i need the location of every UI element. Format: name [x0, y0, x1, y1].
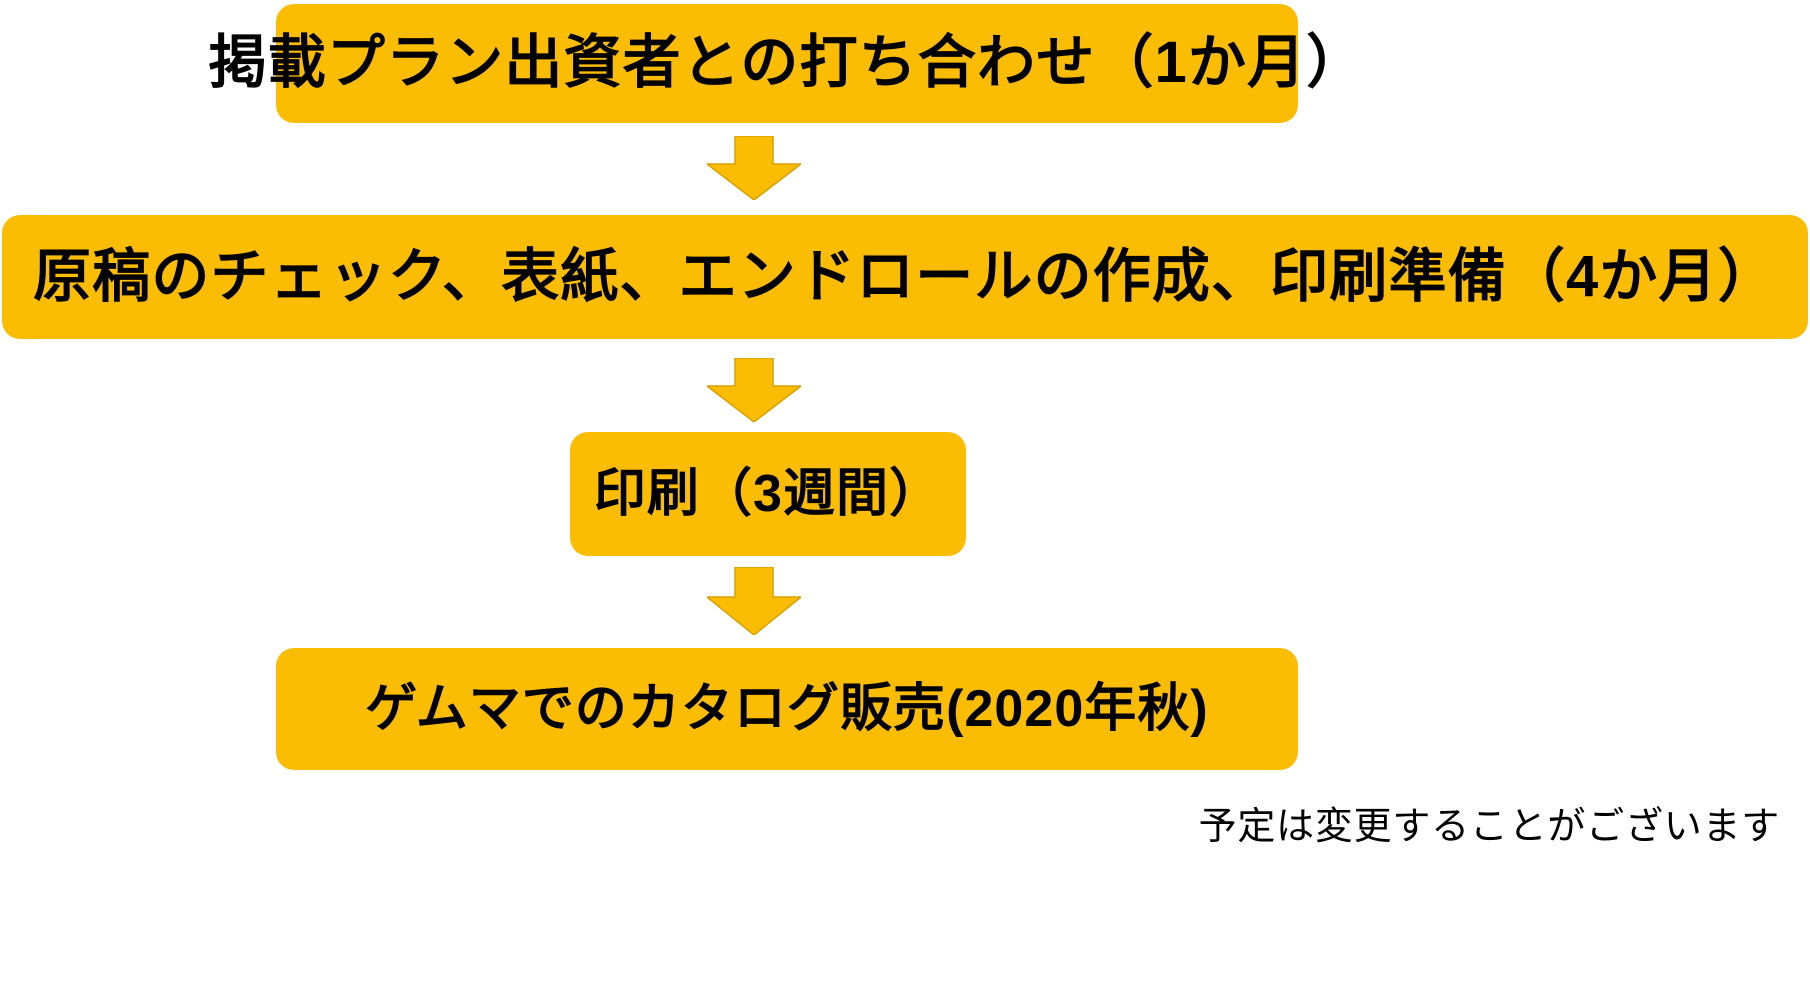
- arrow-down-icon: [707, 136, 801, 200]
- flow-node-sales-label: ゲムマでのカタログ販売(2020年秋): [365, 679, 1209, 738]
- arrow-down-icon: [707, 567, 801, 635]
- flow-node-prepare: 原稿のチェック、表紙、エンドロールの作成、印刷準備（4か月）: [2, 215, 1808, 339]
- flow-node-meeting: 掲載プラン出資者との打ち合わせ（1か月）: [209, 4, 1364, 123]
- arrow-down-icon: [707, 358, 801, 422]
- flow-node-sales: ゲムマでのカタログ販売(2020年秋): [276, 648, 1298, 770]
- footnote-text: 予定は変更することがございます: [1198, 806, 1780, 848]
- flow-node-printing: 印刷（3週間）: [570, 432, 966, 556]
- flow-node-meeting-label: 掲載プラン出資者との打ち合わせ（1か月）: [208, 30, 1366, 96]
- flow-node-printing-label: 印刷（3週間）: [593, 464, 943, 523]
- flow-node-prepare-label: 原稿のチェック、表紙、エンドロールの作成、印刷準備（4か月）: [33, 243, 1777, 309]
